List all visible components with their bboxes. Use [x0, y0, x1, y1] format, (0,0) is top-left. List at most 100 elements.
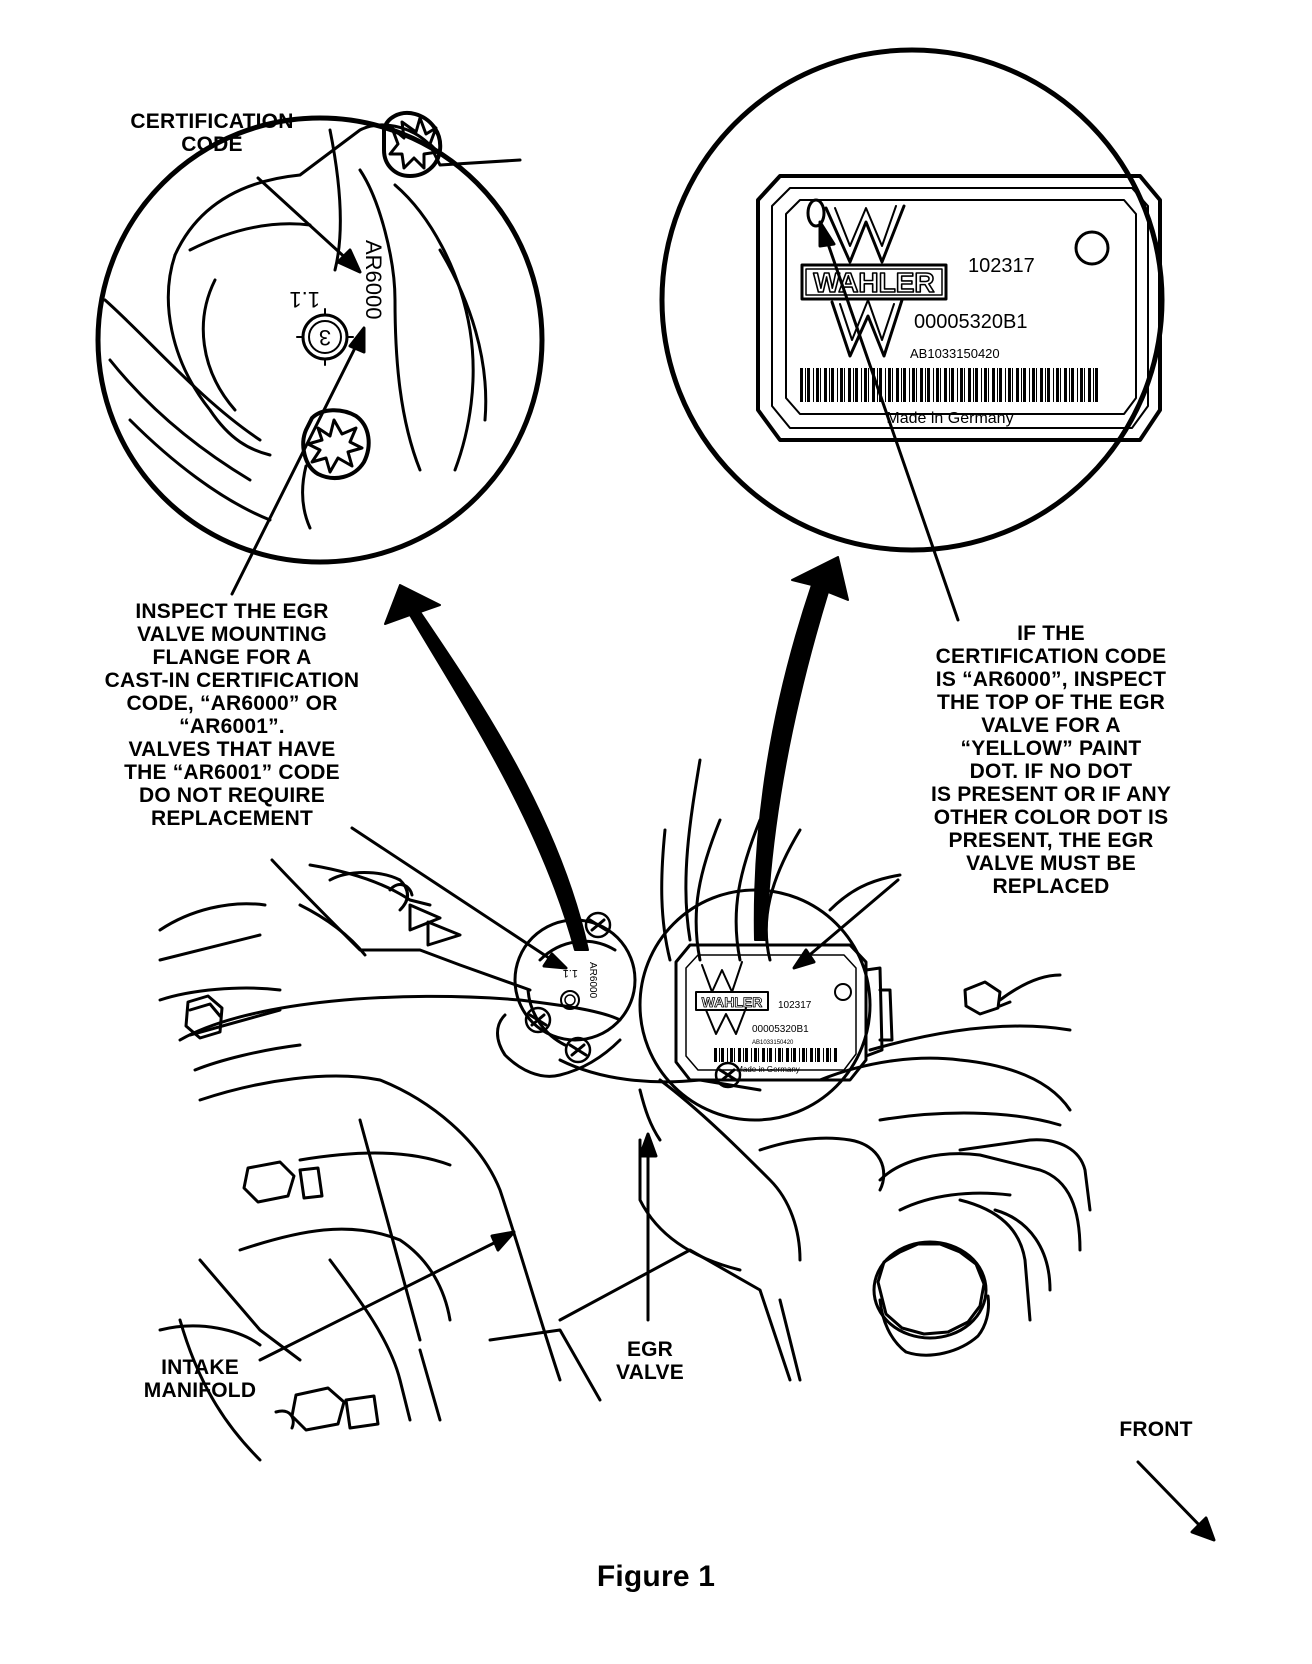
- barcode-bar: [888, 368, 891, 402]
- barcode-bar: [1047, 368, 1050, 402]
- label-barcode: [800, 368, 1098, 402]
- barcode-bar: [912, 368, 915, 402]
- leader-lines: [230, 176, 1216, 1542]
- barcode-bar: [837, 368, 838, 402]
- left-curved-arrow: [384, 584, 589, 951]
- barcode-bar: [1012, 368, 1013, 402]
- barcode-bar: [909, 368, 910, 402]
- barcode-bar: [984, 368, 987, 402]
- figure-caption: Figure 1: [596, 1560, 716, 1593]
- barcode-bar: [1093, 368, 1094, 402]
- barcode-bar: [823, 1048, 824, 1062]
- barcode-bar: [840, 368, 843, 402]
- barcode-bar: [957, 368, 958, 402]
- barcode-bar: [879, 368, 882, 402]
- small-revision: 1.1: [563, 967, 578, 979]
- barcode-bar: [1077, 368, 1078, 402]
- barcode-bar: [793, 1048, 796, 1062]
- barcode-bar: [975, 368, 978, 402]
- barcode-bar: [834, 1048, 837, 1062]
- label-code3: AB1033150420: [910, 346, 1000, 361]
- barcode-bar: [743, 1048, 744, 1062]
- barcode-bar: [868, 368, 869, 402]
- label-code2: 00005320B1: [914, 311, 1027, 333]
- barcode-bar: [1005, 368, 1006, 402]
- barcode-bar: [916, 368, 917, 402]
- barcode-bar: [964, 368, 965, 402]
- barcode-bar: [872, 368, 875, 402]
- barcode-bar: [762, 1048, 765, 1062]
- label-zoom-callout: WAHLER 102317 00005320B1 AB1033150420 Ma…: [659, 47, 1165, 553]
- barcode-bar: [936, 368, 939, 402]
- barcode-bar: [855, 368, 858, 402]
- label-brand: WAHLER: [813, 267, 934, 298]
- barcode-bar: [1071, 368, 1074, 402]
- barcode-bar: [1088, 368, 1091, 402]
- barcode-bar: [791, 1048, 792, 1062]
- small-barcode: [714, 1048, 837, 1062]
- barcode-bar: [844, 368, 845, 402]
- barcode-bar: [1064, 368, 1067, 402]
- barcode-bar: [824, 368, 827, 402]
- barcode-bar: [810, 1048, 813, 1062]
- barcode-bar: [981, 368, 982, 402]
- barcode-bar: [1032, 368, 1035, 402]
- barcode-bar: [806, 1048, 807, 1062]
- barcode-bar: [927, 368, 930, 402]
- flange-zoom-callout: 3 AR6000 1.1: [95, 111, 545, 565]
- barcode-bar: [1029, 368, 1030, 402]
- barcode-bar: [1045, 368, 1046, 402]
- barcode-bar: [1023, 368, 1026, 402]
- small-brand: WAHLER: [702, 994, 763, 1010]
- barcode-bar: [988, 368, 989, 402]
- small-cast-code: AR6000: [587, 962, 598, 999]
- barcode-bar: [1095, 368, 1098, 402]
- barcode-bar: [933, 368, 934, 402]
- barcode-bar: [999, 368, 1002, 402]
- barcode-bar: [848, 368, 851, 402]
- barcode-bar: [751, 1048, 752, 1062]
- barcode-bar: [1016, 368, 1019, 402]
- barcode-bar: [1053, 368, 1054, 402]
- barcode-bar: [1084, 368, 1085, 402]
- barcode-bar: [719, 1048, 720, 1062]
- barcode-bar: [813, 368, 814, 402]
- small-code2: 00005320B1: [752, 1024, 809, 1035]
- barcode-bar: [721, 1048, 724, 1062]
- flange-revision: 1.1: [289, 287, 320, 312]
- barcode-bar: [920, 368, 923, 402]
- flange-circle-number: 3: [319, 325, 331, 350]
- barcode-bar: [738, 1048, 741, 1062]
- barcode-bar: [802, 1048, 805, 1062]
- barcode-bar: [1021, 368, 1022, 402]
- barcode-bar: [758, 1048, 759, 1062]
- barcode-bar: [885, 368, 886, 402]
- barcode-bar: [829, 368, 830, 402]
- small-code1: 102317: [778, 1000, 812, 1011]
- right-curved-arrow: [753, 556, 849, 941]
- barcode-bar: [1080, 368, 1083, 402]
- barcode-bar: [949, 368, 950, 402]
- barcode-bar: [861, 368, 862, 402]
- intake-manifold-label: INTAKE MANIFOLD: [143, 1356, 257, 1402]
- front-direction-label: FRONT: [1119, 1418, 1193, 1441]
- flange-cast-code: AR6000: [361, 240, 386, 320]
- barcode-bar: [1036, 368, 1037, 402]
- barcode-bar: [1040, 368, 1043, 402]
- barcode-bar: [892, 368, 893, 402]
- small-origin: Made in Germany: [736, 1065, 800, 1074]
- barcode-bar: [727, 1048, 728, 1062]
- barcode-bar: [805, 368, 806, 402]
- barcode-bar: [997, 368, 998, 402]
- barcode-bar: [925, 368, 926, 402]
- barcode-bar: [864, 368, 867, 402]
- small-code3: AB1033150420: [752, 1040, 794, 1046]
- barcode-bar: [769, 1048, 772, 1062]
- barcode-bar: [1056, 368, 1059, 402]
- barcode-bar: [951, 368, 954, 402]
- inspect-flange-instruction: INSPECT THE EGR VALVE MOUNTING FLANGE FO…: [104, 600, 360, 830]
- barcode-bar: [826, 1048, 829, 1062]
- barcode-bar: [1060, 368, 1061, 402]
- barcode-bar: [767, 1048, 768, 1062]
- barcode-bar: [853, 368, 854, 402]
